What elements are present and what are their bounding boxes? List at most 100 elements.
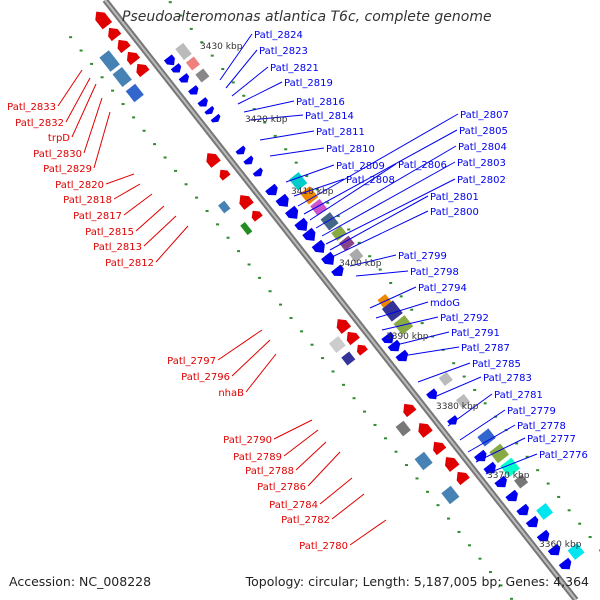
gc-dot [163, 156, 167, 159]
gc-dot [420, 322, 424, 325]
reverse-block-6-body [341, 351, 356, 366]
forward-gene-8-body [243, 155, 254, 165]
left-gene-labels: Patl_2833Patl_2832trpDPatl_2830Patl_2829… [7, 102, 348, 552]
forward-block-13 [438, 371, 453, 387]
reverse-gene-1-body [108, 27, 122, 42]
leader-line [143, 215, 177, 247]
gc-dot [373, 423, 377, 426]
leader-line [231, 66, 269, 97]
reverse-gene-4-body [136, 63, 150, 78]
reverse-gene-14-body [433, 441, 447, 456]
reverse-gene-8 [251, 210, 263, 222]
gc-dot [509, 597, 513, 600]
gc-dot [305, 174, 309, 177]
gene-label: Patl_2777 [527, 434, 576, 445]
reverse-gene-6-body [219, 169, 231, 181]
gc-dot [405, 464, 409, 467]
forward-gene-13 [294, 217, 308, 231]
forward-block-1-body [185, 56, 200, 71]
gene-label: Patl_2782 [281, 515, 330, 526]
gc-dot [153, 143, 157, 146]
gc-dot [174, 169, 178, 172]
reverse-gene-13-body [418, 423, 433, 438]
forward-block-18 [514, 474, 529, 489]
scale-label: 3390 kbp [386, 332, 429, 342]
gc-dot [284, 148, 288, 151]
forward-block-3-body [289, 172, 308, 191]
forward-gene-3-body [188, 85, 199, 95]
forward-gene-11-body [275, 193, 289, 207]
gc-dot [415, 477, 419, 480]
gene-label: Patl_2801 [430, 192, 479, 203]
gene-label: Patl_2798 [410, 267, 459, 278]
forward-block-15-body [477, 428, 496, 447]
forward-block-16 [489, 443, 509, 464]
gene-label: Patl_2819 [284, 78, 333, 89]
gc-dot [488, 571, 492, 574]
leader-line [355, 270, 409, 277]
forward-gene-20 [395, 349, 409, 362]
forward-gene-16 [321, 251, 335, 265]
gene-label: Patl_2810 [326, 144, 375, 155]
gc-dot [247, 263, 251, 266]
gc-dot [279, 303, 283, 306]
forward-gene-24-body [483, 461, 496, 474]
gene-label: Patl_2813 [93, 242, 142, 253]
gc-dot [331, 370, 335, 373]
forward-gene-17-body [331, 264, 344, 277]
reverse-gene-7-body [239, 195, 254, 210]
gene-label: Patl_2789 [233, 452, 282, 463]
forward-block-2 [195, 68, 210, 83]
leader-line [231, 339, 271, 377]
reverse-gene-2-body [117, 39, 131, 54]
gc-dot [378, 268, 382, 271]
reverse-gene-0 [95, 11, 113, 30]
leader-line [295, 441, 327, 471]
reverse-block-2-body [125, 83, 144, 103]
forward-gene-31-body [558, 557, 572, 570]
forward-gene-29 [536, 529, 550, 542]
leader-line [349, 519, 387, 546]
gene-label: Patl_2823 [259, 46, 308, 57]
forward-block-18-body [514, 474, 529, 489]
gc-dot [452, 362, 456, 365]
forward-gene-12-body [285, 205, 299, 219]
forward-gene-2 [178, 73, 190, 83]
gc-dot [205, 210, 209, 213]
forward-block-0 [175, 42, 192, 61]
reverse-gene-0-body [95, 11, 113, 30]
gene-label: mdoG [430, 298, 460, 309]
forward-gene-0 [163, 54, 175, 66]
gc-dot [258, 276, 262, 279]
forward-gene-25-body [494, 475, 507, 488]
forward-block-8-body [339, 235, 355, 251]
gc-dot [426, 490, 430, 493]
leader-line [485, 453, 538, 475]
forward-block-6 [320, 212, 339, 231]
gene-label: nhaB [218, 388, 244, 399]
gc-dot [132, 116, 136, 119]
gc-dot [368, 255, 372, 258]
forward-gene-1-body [170, 63, 182, 73]
forward-gene-28 [525, 515, 539, 528]
gene-label: Patl_2792 [440, 313, 489, 324]
accession-text: Accession: NC_008228 [9, 574, 152, 589]
leader-line [467, 424, 516, 453]
reverse-gene-2 [117, 39, 131, 54]
forward-gene-22-body [447, 415, 458, 425]
gc-dot [326, 201, 330, 204]
gene-label: Patl_2811 [316, 127, 365, 138]
forward-block-9-body [349, 248, 364, 263]
reverse-gene-15-body [445, 457, 460, 472]
gc-dot [462, 375, 466, 378]
forward-gene-15-body [311, 239, 325, 253]
leader-line [329, 195, 429, 251]
scale-label: 3430 kbp [200, 42, 243, 52]
reverse-gene-4 [136, 63, 150, 78]
gc-dot [478, 557, 482, 560]
leader-line [333, 210, 429, 257]
forward-gene-2-body [178, 73, 190, 83]
leader-line [309, 163, 397, 221]
gene-label: Patl_2829 [43, 164, 92, 175]
